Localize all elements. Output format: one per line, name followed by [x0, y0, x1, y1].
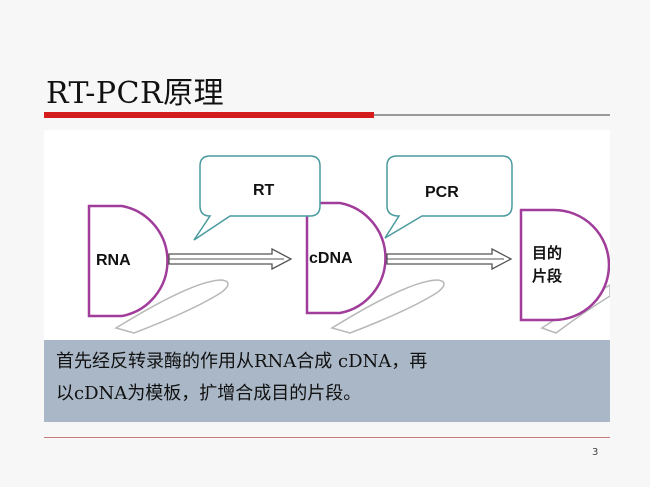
- rt-pcr-diagram: RT PCR RNA cDNA 目的 片段: [44, 130, 610, 342]
- diagram-canvas: RT PCR RNA cDNA 目的 片段: [87, 155, 610, 334]
- page-number: 3: [592, 447, 599, 458]
- node-rna: [87, 204, 169, 318]
- footer-rule: [44, 437, 610, 438]
- title-underline-gray: [374, 114, 610, 116]
- node-cdna-label: cDNA: [309, 250, 353, 267]
- bubble-pcr: [384, 155, 513, 239]
- bubble-rt: [193, 155, 321, 241]
- node-rna-label: RNA: [96, 252, 131, 269]
- node-target-label-line1: 目的: [532, 244, 562, 262]
- node-target-label-line2: 片段: [532, 267, 562, 285]
- slide-title: RT-PCR原理: [46, 76, 225, 111]
- caption-line-2: 以cDNA为模板，扩增合成目的片段。: [56, 383, 362, 404]
- bubble-pcr-label: PCR: [425, 184, 459, 201]
- bubble-rt-label: RT: [253, 182, 275, 199]
- caption-box: 首先经反转录酶的作用从RNA合成 cDNA，再 以cDNA为模板，扩增合成目的片…: [44, 340, 610, 422]
- node-shadow-rna: [114, 279, 229, 334]
- node-cdna: [305, 201, 387, 315]
- caption-line-1: 首先经反转录酶的作用从RNA合成 cDNA，再: [56, 351, 428, 372]
- node-shadow-cdna: [330, 279, 445, 334]
- node-target-fragment: [519, 208, 610, 322]
- title-underline-red: [44, 112, 374, 118]
